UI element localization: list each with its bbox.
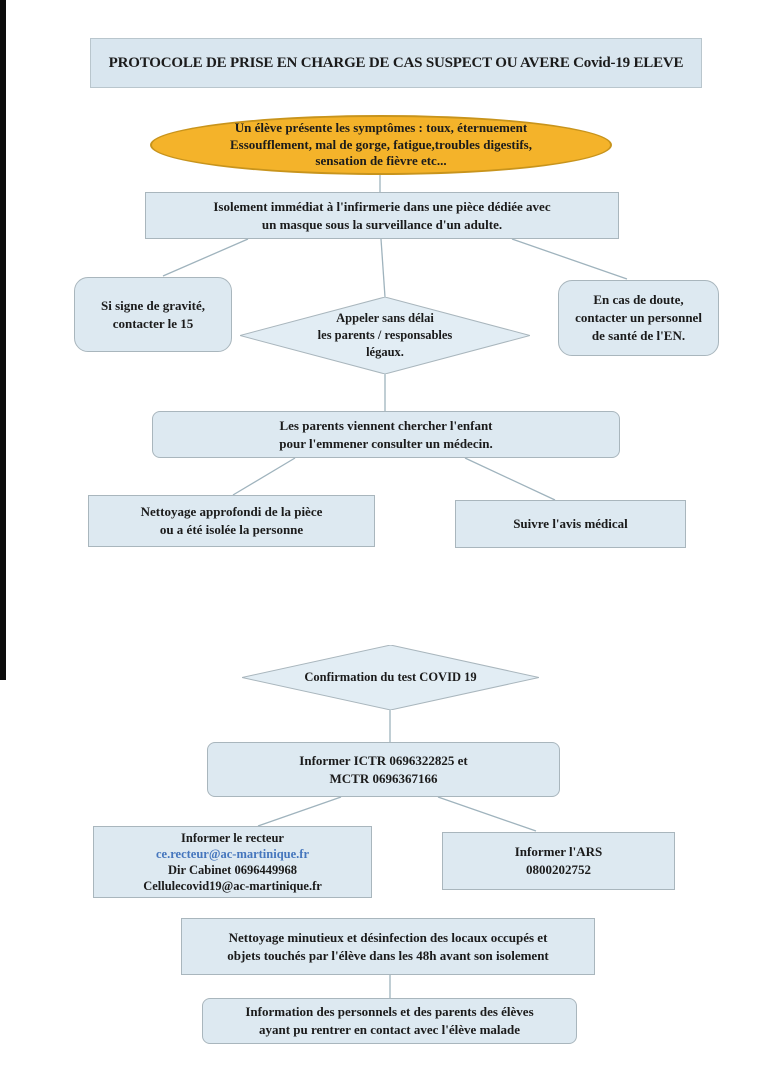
symptoms-ellipse: Un élève présente les symptômes : toux, … xyxy=(150,115,612,175)
text-line: Suivre l'avis médical xyxy=(513,516,628,532)
text-line: contacter le 15 xyxy=(112,315,194,331)
doubt-health-staff-box: En cas de doute, contacter un personnel … xyxy=(558,280,719,356)
scan-edge-artifact xyxy=(0,0,6,680)
text-line: pour l'emmener consulter un médecin. xyxy=(279,435,493,451)
rector-email-text: ce.recteur@ac-martinique.fr xyxy=(156,846,309,861)
premises-cleaning-box: Nettoyage minutieux et désinfection des … xyxy=(181,918,595,975)
room-cleaning-box: Nettoyage approfondi de la pièce ou a ét… xyxy=(88,495,375,547)
text-line: Isolement immédiat à l'infirmerie dans u… xyxy=(213,198,551,214)
text-line: légaux. xyxy=(366,344,404,359)
text-line: 0800202752 xyxy=(526,862,591,877)
text-line: Si signe de gravité, xyxy=(101,297,205,313)
inform-ictr-mctr-box: Informer ICTR 0696322825 et MCTR 0696367… xyxy=(207,742,560,797)
text-line: Un élève présente les symptômes : toux, … xyxy=(234,119,528,135)
text-line: Les parents viennent chercher l'enfant xyxy=(279,417,493,433)
page-title-text: PROTOCOLE DE PRISE EN CHARGE DE CAS SUSP… xyxy=(108,54,684,71)
contacts-information-box: Information des personnels et des parent… xyxy=(202,998,577,1044)
text-line: Essoufflement, mal de gorge, fatigue,tro… xyxy=(230,136,532,152)
text-line: un masque sous la surveillance d'un adul… xyxy=(261,216,503,232)
text-line: Dir Cabinet 0696449968 xyxy=(168,863,297,877)
call-parents-diamond: Appeler sans délai les parents / respons… xyxy=(240,297,530,374)
text-line: Cellulecovid19@ac-martinique.fr xyxy=(143,879,322,894)
inform-rector-box: Informer le recteur ce.recteur@ac-martin… xyxy=(93,826,372,898)
text-line: Informer le recteur xyxy=(181,830,284,845)
medical-advice-box: Suivre l'avis médical xyxy=(455,500,686,548)
inform-ars-box: Informer l'ARS 0800202752 xyxy=(442,832,675,890)
covid-test-confirmation-diamond: Confirmation du test COVID 19 xyxy=(242,645,539,710)
text-line: Information des personnels et des parent… xyxy=(245,1004,534,1020)
text-line: de santé de l'EN. xyxy=(591,327,686,343)
text-line: ayant pu rentrer en contact avec l'élève… xyxy=(258,1022,521,1037)
diamond-shape xyxy=(240,297,530,374)
isolation-box: Isolement immédiat à l'infirmerie dans u… xyxy=(145,192,619,239)
text-line: Confirmation du test COVID 19 xyxy=(304,670,477,685)
page-title: PROTOCOLE DE PRISE EN CHARGE DE CAS SUSP… xyxy=(90,38,702,88)
text-line: objets touchés par l'élève dans les 48h … xyxy=(227,947,549,963)
text-line: Appeler sans délai xyxy=(336,311,434,326)
diamond-shape xyxy=(242,645,539,710)
text-line: Nettoyage approfondi de la pièce xyxy=(140,504,323,520)
text-line: sensation de fièvre etc... xyxy=(315,153,447,169)
text-line: Informer l'ARS xyxy=(514,844,603,860)
gravity-call15-box: Si signe de gravité, contacter le 15 xyxy=(74,277,232,352)
text-line: Nettoyage minutieux et désinfection des … xyxy=(228,929,548,945)
text-line: MCTR 0696367166 xyxy=(329,770,438,786)
text-line: En cas de doute, xyxy=(593,292,684,308)
text-line: ou a été isolée la personne xyxy=(159,522,304,537)
text-line: contacter un personnel xyxy=(575,310,702,326)
text-line: les parents / responsables xyxy=(317,328,453,343)
parents-pickup-box: Les parents viennent chercher l'enfant p… xyxy=(152,411,620,458)
text-line: Informer ICTR 0696322825 et xyxy=(299,752,468,768)
